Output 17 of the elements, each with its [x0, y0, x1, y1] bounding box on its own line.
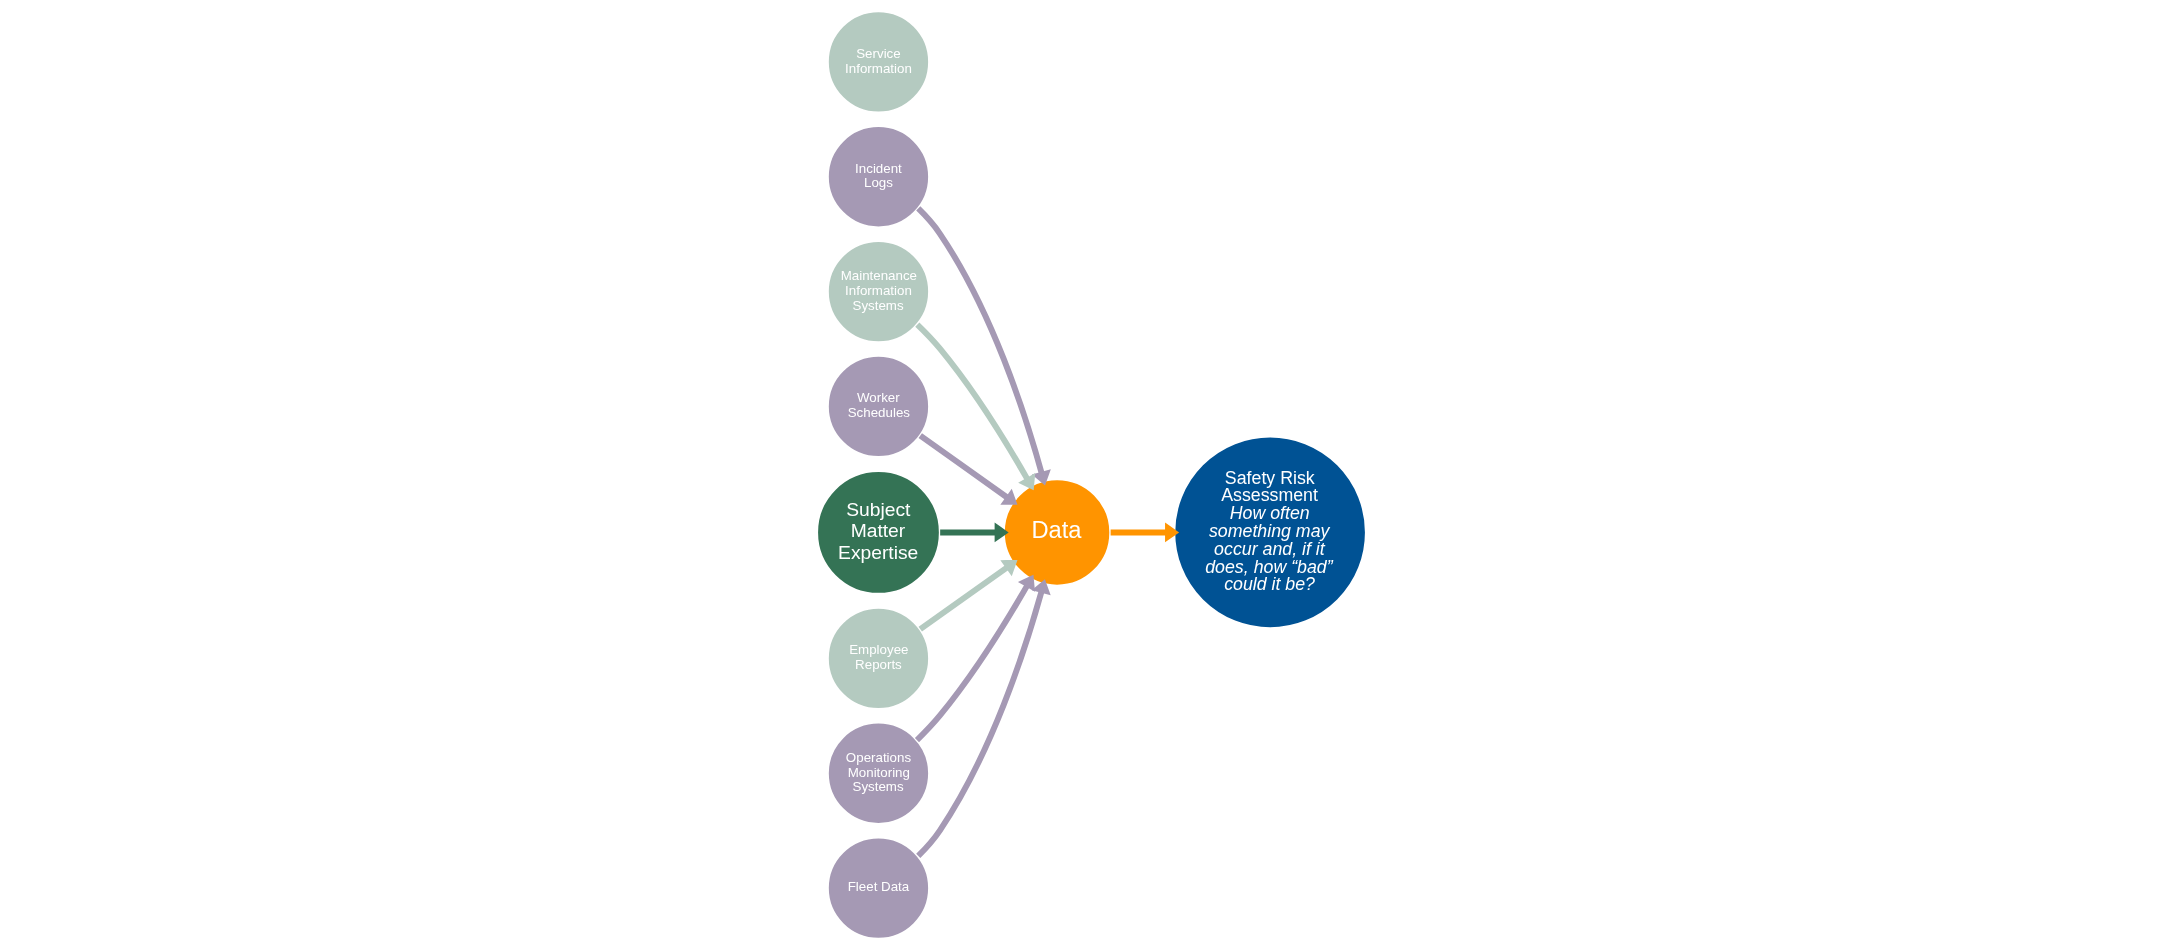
node-circle: Incident Logs: [826, 124, 931, 229]
node-circle: Subject Matter Expertise: [815, 469, 942, 596]
arrow: [918, 433, 1018, 505]
node-circle: Safety Risk Assessment How often something may occur and, if it does, how “bad” could it be?: [1173, 435, 1368, 630]
node-circle: Fleet Data: [826, 836, 931, 940]
arrow: [915, 322, 1036, 491]
arrow: [916, 579, 1051, 858]
node-circle: Maintenance Information Systems: [826, 239, 931, 344]
arrow: [1110, 522, 1180, 543]
node-circle: Service Information: [826, 10, 931, 114]
node-circle: Employee Reports: [826, 606, 931, 711]
arrow: [918, 560, 1018, 632]
arrow: [940, 522, 1009, 543]
node-circle: Worker Schedules: [826, 354, 931, 459]
arrow: [916, 206, 1051, 486]
arrow: [914, 574, 1036, 743]
node-circle: Operations Monitoring Systems: [826, 721, 931, 826]
